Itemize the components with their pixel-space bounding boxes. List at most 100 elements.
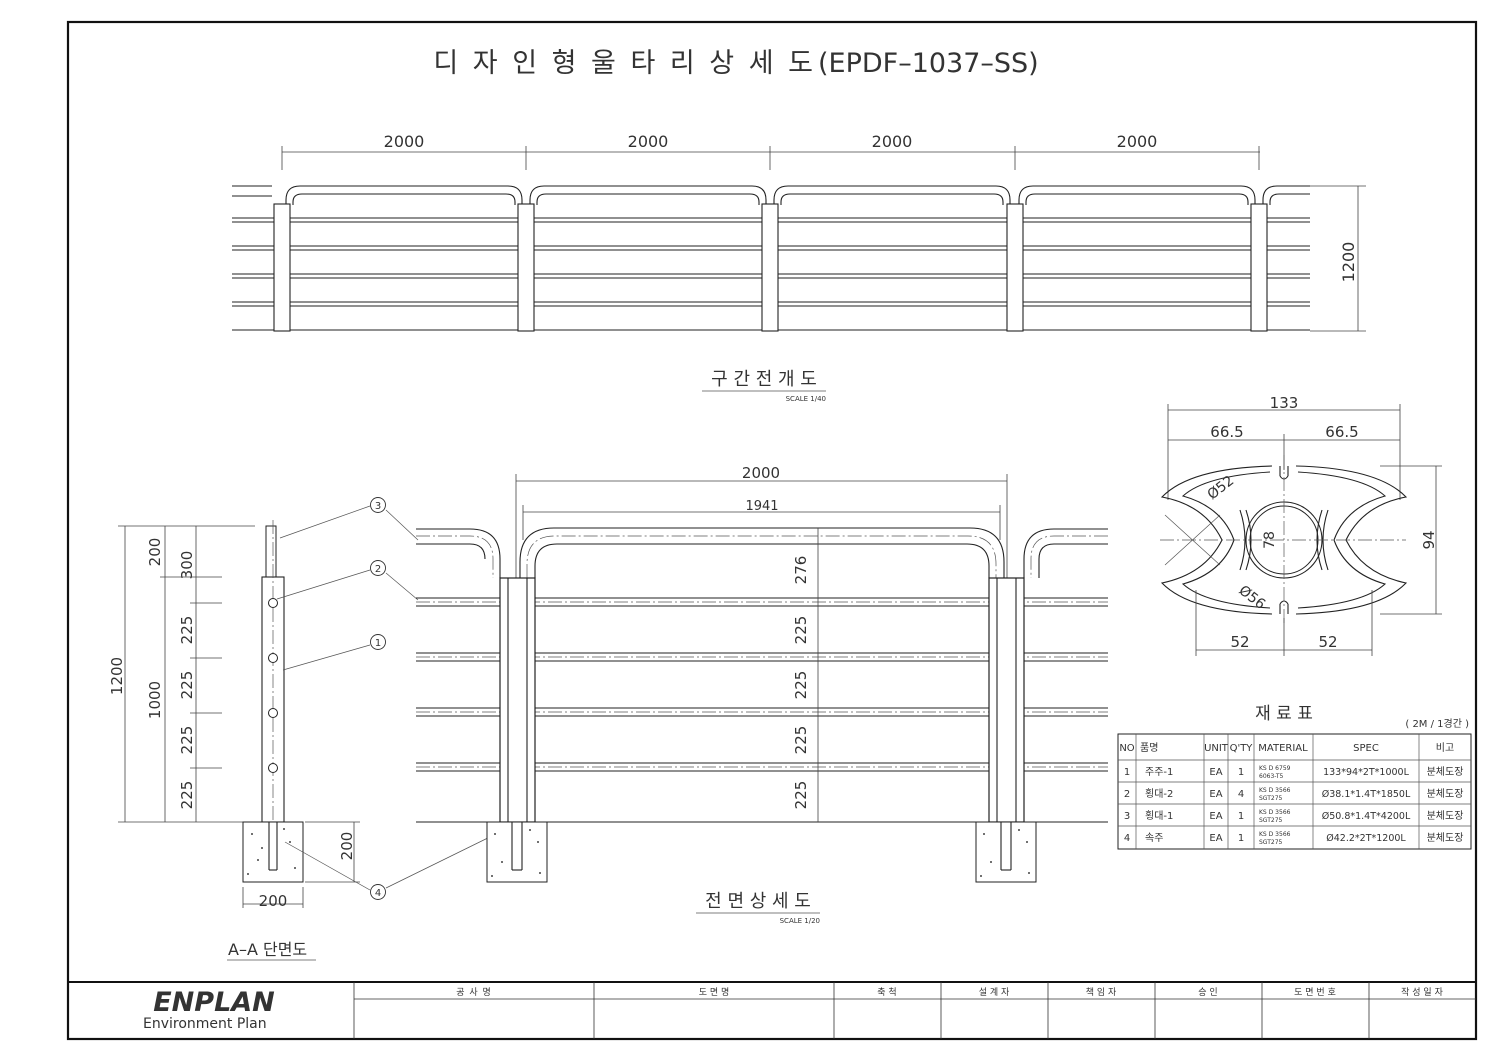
field-drawing-name: 도 면 명: [699, 987, 730, 998]
svg-text:KS D 3566: KS D 3566: [1259, 787, 1291, 794]
callout-1: 1: [375, 638, 381, 649]
front-dim-225-d: 225: [792, 781, 810, 810]
title-block: ENPLAN Environment Plan 공 사 명 도 면 명 축 척 …: [68, 981, 1476, 1039]
profile-width-total: 133: [1270, 394, 1299, 412]
profile-bottom-left: 52: [1230, 633, 1249, 651]
callout-2: 2: [375, 564, 381, 575]
th-no: NO: [1119, 743, 1134, 754]
front-dim-225-c: 225: [792, 726, 810, 755]
table-row: 2 횡대-2 EA 4 KS D 3566 SGT275 Ø38.1*1.4T*…: [1124, 787, 1464, 802]
table-row: 4 속주 EA 1 KS D 3566 SGT275 Ø42.2*2T*1200…: [1124, 831, 1464, 846]
table-row: 3 횡대-1 EA 1 KS D 3566 SGT275 Ø50.8*1.4T*…: [1124, 809, 1464, 824]
svg-text:3: 3: [1124, 811, 1130, 822]
svg-text:EA: EA: [1209, 811, 1222, 822]
svg-text:횡대-2: 횡대-2: [1145, 788, 1173, 800]
svg-text:4: 4: [1124, 833, 1130, 844]
svg-text:분체도장: 분체도장: [1427, 810, 1464, 822]
svg-text:133*94*2T*1000L: 133*94*2T*1000L: [1323, 767, 1409, 778]
svg-text:횡대-1: 횡대-1: [1145, 810, 1173, 822]
aa-above-dim: 1000: [146, 681, 164, 719]
drawing-code: (EPDF–1037–SS): [818, 48, 1039, 79]
front-view-scale: SCALE 1/20: [780, 917, 820, 925]
profile-inner-dim: 78: [1262, 531, 1278, 549]
callout-4: 4: [375, 888, 381, 899]
svg-text:KS D 3566: KS D 3566: [1259, 809, 1291, 816]
section-height-dim: 1200: [1339, 242, 1358, 283]
aa-dim-225-a: 225: [178, 616, 196, 645]
company-subtitle: Environment Plan: [143, 1016, 267, 1032]
svg-text:4: 4: [1238, 789, 1244, 800]
svg-text:1: 1: [1238, 811, 1244, 822]
svg-text:분체도장: 분체도장: [1427, 832, 1464, 844]
section-elevation: 2000 2000 2000 2000: [232, 132, 1366, 403]
field-drawing-number: 도 면 번 호: [1294, 987, 1336, 998]
th-qty: Q'TY: [1230, 743, 1254, 754]
th-spec: SPEC: [1353, 743, 1379, 754]
front-view-label: 전 면 상 세 도: [705, 891, 811, 912]
svg-text:주주-1: 주주-1: [1145, 767, 1173, 778]
drawing-title: 디 자 인 형 울 타 리 상 세 도: [433, 48, 816, 79]
aa-view-label: A–A 단면도: [228, 940, 307, 959]
section-span-dim-3: 2000: [872, 132, 913, 151]
front-dim-225-a: 225: [792, 616, 810, 645]
th-unit: UNIT: [1204, 743, 1229, 754]
svg-text:KS D 6759: KS D 6759: [1259, 765, 1291, 772]
svg-text:EA: EA: [1209, 789, 1222, 800]
sheet-border: [66, 20, 1478, 1041]
callout-3: 3: [375, 501, 381, 512]
field-approval: 승 인: [1198, 987, 1217, 998]
profile-dia-top: Ø52: [1205, 473, 1238, 503]
aa-footing-depth: 200: [338, 832, 356, 861]
svg-text:Ø38.1*1.4T*1850L: Ø38.1*1.4T*1850L: [1322, 789, 1411, 800]
aa-dim-225-d: 225: [178, 781, 196, 810]
th-note: 비고: [1436, 742, 1454, 754]
svg-text:분체도장: 분체도장: [1427, 766, 1464, 778]
svg-text:6063-T5: 6063-T5: [1259, 773, 1284, 780]
th-material: MATERIAL: [1258, 743, 1308, 754]
profile-bottom-right: 52: [1318, 633, 1337, 651]
svg-text:SGT275: SGT275: [1259, 817, 1283, 824]
svg-text:Ø50.8*1.4T*4200L: Ø50.8*1.4T*4200L: [1322, 811, 1411, 822]
section-span-dim-4: 2000: [1117, 132, 1158, 151]
aa-total-dim: 1200: [108, 657, 126, 695]
svg-text:EA: EA: [1209, 833, 1222, 844]
material-table: 재 료 표 ( 2M / 1경간 ) NO 품명 UNIT Q'TY MATER…: [1117, 704, 1472, 850]
section-view-scale: SCALE 1/40: [786, 395, 826, 403]
svg-text:EA: EA: [1209, 767, 1222, 778]
svg-text:1: 1: [1238, 767, 1244, 778]
svg-text:1: 1: [1124, 767, 1130, 778]
aa-dim-200: 200: [146, 538, 164, 567]
front-span-inner: 1941: [745, 499, 778, 514]
table-row: 1 주주-1 EA 1 KS D 6759 6063-T5 133*94*2T*…: [1124, 765, 1464, 780]
svg-text:2: 2: [1124, 789, 1130, 800]
profile-height: 94: [1420, 530, 1438, 549]
section-view-label: 구 간 전 개 도: [711, 369, 817, 390]
field-scale: 축 척: [877, 987, 896, 998]
front-dim-225-b: 225: [792, 671, 810, 700]
field-date: 작 성 일 자: [1401, 987, 1443, 998]
aa-footing-width: 200: [259, 892, 288, 910]
aa-dim-300: 300: [178, 551, 196, 580]
svg-text:속주: 속주: [1145, 832, 1163, 844]
th-name: 품명: [1140, 742, 1158, 754]
svg-text:SGT275: SGT275: [1259, 795, 1283, 802]
front-span-outer: 2000: [742, 464, 780, 482]
front-detail-view: 2000 1941: [416, 464, 1108, 925]
material-table-note: ( 2M / 1경간 ): [1405, 717, 1469, 730]
aa-section-view: 1200 1000 200 300 225 225 225 225 200 20…: [108, 497, 501, 961]
field-designer: 설 계 자: [979, 986, 1010, 998]
profile-half-right: 66.5: [1325, 423, 1358, 441]
svg-text:SGT275: SGT275: [1259, 839, 1283, 846]
material-table-title: 재 료 표: [1255, 704, 1313, 724]
post-profile-section: 133 66.5 66.5 Ø52 Ø56 78 94 52 52: [1160, 394, 1442, 656]
svg-text:1: 1: [1238, 833, 1244, 844]
aa-dim-225-b: 225: [178, 671, 196, 700]
field-responsible: 책 임 자: [1086, 986, 1117, 998]
svg-text:KS D 3566: KS D 3566: [1259, 831, 1291, 838]
field-project-name: 공 사 명: [456, 987, 492, 998]
svg-text:Ø42.2*2T*1200L: Ø42.2*2T*1200L: [1326, 833, 1406, 844]
profile-dia-bottom: Ø56: [1236, 583, 1269, 613]
company-logo: ENPLAN: [153, 987, 275, 1018]
svg-text:분체도장: 분체도장: [1427, 788, 1464, 800]
